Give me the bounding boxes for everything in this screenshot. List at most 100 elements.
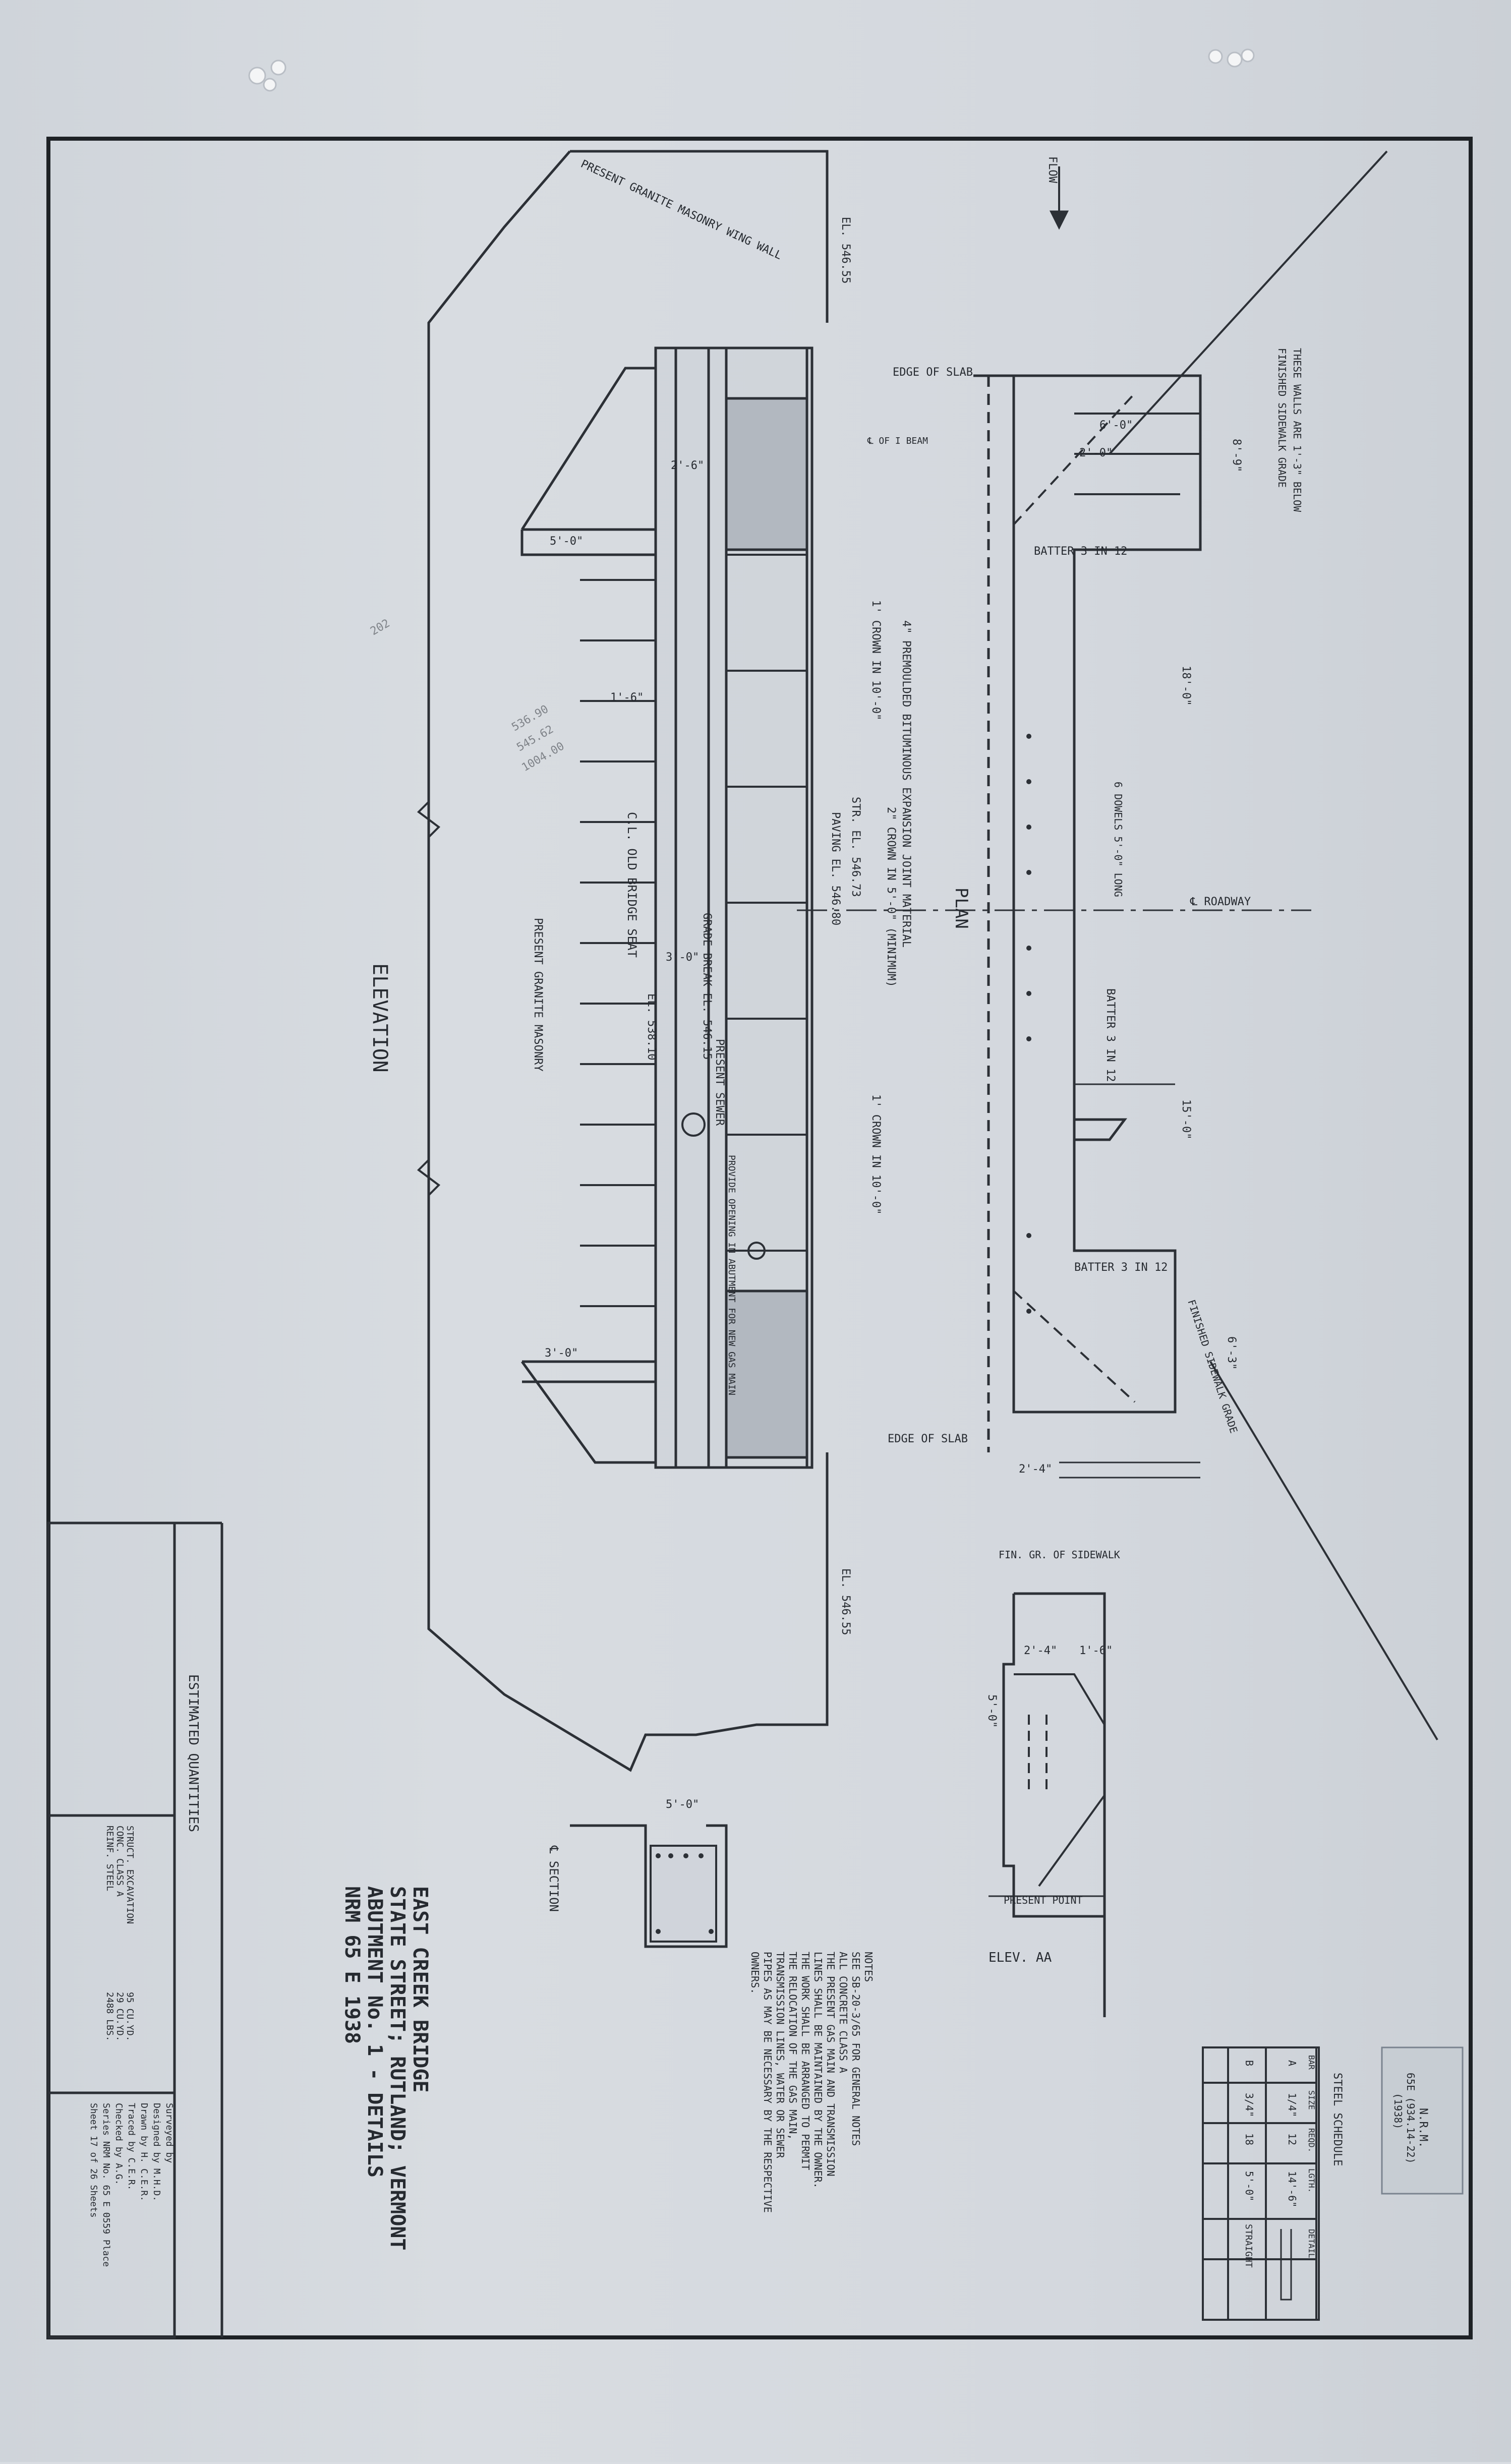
el-mid-label: EL. 538.10	[645, 993, 658, 1060]
section-label: ℄ SECTION	[547, 1845, 561, 1912]
el-right-label: EL. 546.55	[839, 1568, 852, 1635]
filing-stamp: N.R.M. 65E (934.14-22) (1938)	[1381, 2046, 1464, 2195]
punch-holes	[248, 48, 1255, 92]
note-8: PIPES AS MAY BE NECESSARY BY THE RESPECT…	[762, 1952, 774, 2213]
elev-aa-view	[989, 1592, 1106, 2017]
steel-r2-bar: B	[1243, 2060, 1255, 2066]
plan-text: PLAN FLOW ℄ ROADWAY THESE WALLS ARE 1'-3…	[888, 156, 1303, 1445]
dim-14: 1'-6"	[1079, 1645, 1113, 1657]
elevation-view	[417, 150, 829, 1772]
plan-view	[797, 150, 1438, 1741]
steel-schedule: STEEL SCHEDULE BAR SIZE REQD. LGTH. DETA…	[1202, 2046, 1344, 2321]
credit-designed: Designed by M.H.D.	[151, 2103, 162, 2201]
asphalt-label: 4" PREMOULDED BITUMINOUS EXPANSION JOINT…	[900, 620, 912, 948]
note-1: SEE SB-20-3/65 FOR GENERAL NOTES	[850, 1952, 862, 2146]
quantity-value-3: 2488 LBS.	[104, 1992, 115, 2041]
flow-label: FLOW	[1046, 156, 1059, 184]
steel-r2-detail: STRAIGHT	[1243, 2224, 1254, 2268]
title-line-2: STATE STREET; RUTLAND; VERMONT	[386, 1886, 409, 2250]
elev-aa-text: FIN. GR. OF SIDEWALK PRESENT POINT ELEV.…	[989, 1549, 1120, 1965]
note-2: ALL CONCRETE CLASS A	[837, 1952, 849, 2073]
steel-hdr-lgth: LGTH.	[1307, 2168, 1316, 2193]
edge-of-slab-bottom: EDGE OF SLAB	[888, 1433, 968, 1445]
steel-hdr-bar: BAR	[1307, 2055, 1316, 2070]
edge-of-slab-top: EDGE OF SLAB	[893, 366, 973, 379]
el-left-label: EL. 546.55	[839, 217, 852, 283]
dim-13: 2'-4"	[1024, 1645, 1057, 1657]
dim-15: 5'-0"	[985, 1694, 998, 1728]
steel-r2-lgth: 5'-0"	[1243, 2171, 1255, 2201]
grade-break-label: GRADE BREAK EL. 546.15	[701, 913, 713, 1060]
steel-hdr-detail: DETAIL	[1307, 2229, 1316, 2258]
note-6: THE RELOCATION OF THE GAS MAIN,	[787, 1952, 799, 2140]
batter-mid-label: BATTER 3 IN 12	[1104, 988, 1117, 1082]
present-masonry-label: PRESENT GRANITE MASONRY	[532, 918, 544, 1072]
crown3-label: 1' CROWN IN 10'-0"	[869, 1094, 882, 1214]
quantity-item-2: CONC. CLASS A	[114, 1826, 125, 1897]
provide-opening-label: PROVIDE OPENING IN ABUTMENT FOR NEW GAS …	[726, 1155, 737, 1395]
quantity-value-2: 29 CU.YD.	[114, 1992, 125, 2041]
steel-title: STEEL SCHEDULE	[1331, 2073, 1344, 2166]
steel-r1-reqd: 12	[1286, 2133, 1298, 2145]
quantity-item-1: STRUCT. EXCAVATION	[125, 1826, 135, 1924]
finished-grade-label: FINISHED SIDEWALK GRADE	[1276, 348, 1288, 488]
steel-r1-size: 1/4"	[1286, 2093, 1298, 2117]
present-sewer-label: PRESENT SEWER	[713, 1039, 726, 1126]
stamp-line-3: (1938)	[1392, 2093, 1404, 2129]
dim-12: 3'-0"	[545, 1347, 578, 1360]
elevation-label: ELEVATION	[368, 963, 391, 1073]
steel-r1-bar: A	[1286, 2060, 1298, 2066]
dim-2: 2'-0"	[1079, 447, 1113, 459]
steel-r1-lgth: 14'-6"	[1286, 2171, 1298, 2207]
dim-9: 15'-0"	[1180, 1099, 1192, 1139]
note-5: THE WORK SHALL BE ARRANGED TO PERMIT	[799, 1952, 811, 2170]
dim-10: 6'-3"	[1225, 1336, 1238, 1370]
i-beam-label: ℄ OF I BEAM	[867, 436, 928, 446]
roadway-label: ℄ ROADWAY	[1190, 896, 1251, 908]
title-block-frame	[47, 1521, 223, 2339]
crown1-label: 1' CROWN IN 10'-0"	[869, 600, 882, 720]
dim-7: 8'-9"	[1230, 439, 1243, 472]
credit-drawn: Drawn by H. C.E.R.	[139, 2103, 149, 2201]
pencil-4: 202	[369, 617, 392, 638]
notes: NOTES SEE SB-20-3/65 FOR GENERAL NOTES A…	[749, 1952, 875, 2213]
batter-top-label: BATTER 3 IN 12	[1034, 545, 1127, 558]
plan-label: PLAN	[951, 888, 971, 929]
dim-16: 5'-0"	[666, 1798, 699, 1811]
quantities: ESTIMATED QUANTITIES STRUCT. EXCAVATION …	[104, 1674, 201, 2041]
pencil-notes: 536.90 545.62 1004.00 202	[369, 617, 567, 775]
drawing-title: EAST CREEK BRIDGE STATE STREET; RUTLAND;…	[340, 1886, 432, 2250]
credit-traced: Traced by C.E.R.	[126, 2103, 137, 2190]
bar-a-detail-sketch	[1280, 2229, 1292, 2301]
dim-1: 2'-6"	[671, 459, 704, 472]
dowel-label: 6 DOWELS 5'-0" LONG	[1112, 782, 1124, 897]
dim-3: 5'-0"	[550, 535, 583, 548]
note-4: LINES SHALL BE MAINTAINED BY THE OWNER.	[812, 1952, 824, 2189]
dim-8: 18'-0"	[1180, 666, 1192, 706]
credit-checked: Checked by A.G.	[113, 2103, 124, 2185]
stamp-line-2: 65E (934.14-22)	[1405, 2073, 1417, 2164]
stamp-line-1: N.R.M.	[1417, 2108, 1429, 2148]
dim-11: 2'-4"	[1019, 1463, 1052, 1476]
notes-heading: NOTES	[862, 1952, 875, 1982]
batter-low-label: BATTER 3 IN 12	[1074, 1261, 1168, 1274]
paving-el-label: PAVING EL. 546.80	[829, 812, 842, 925]
three-walls-label: THESE WALLS ARE 1'-3" BELOW	[1291, 348, 1303, 512]
dim-4: 3'-0"	[666, 951, 699, 964]
steel-r2-size: 3/4"	[1243, 2093, 1255, 2117]
present-point-label: PRESENT POINT	[1004, 1894, 1083, 1906]
quantities-heading: ESTIMATED QUANTITIES	[186, 1674, 201, 1832]
credit-sheet: Sheet 17 of 26 Sheets	[88, 2103, 99, 2218]
note-3: THE PRESENT GAS MAIN AND TRANSMISSION	[825, 1952, 837, 2177]
fin-gr-sidewalk-label: FIN. GR. OF SIDEWALK	[999, 1549, 1120, 1561]
note-7: TRANSMISSION LINES, WATER OR SEWER	[774, 1952, 786, 2158]
old-bridge-label: C.L. OLD BRIDGE SEAT	[625, 812, 639, 958]
crown2-label: 2" CROWN IN 5'-0" (MINIMUM)	[885, 807, 897, 987]
dim-5: 1'-6"	[610, 691, 644, 704]
steel-r2-reqd: 18	[1243, 2133, 1255, 2145]
elev-aa-label: ELEV. AA	[989, 1950, 1052, 1965]
drawing-border	[46, 137, 1473, 2339]
quantity-value-1: 95 CU.YD.	[125, 1992, 135, 2041]
steel-hdr-size: SIZE	[1307, 2090, 1316, 2110]
